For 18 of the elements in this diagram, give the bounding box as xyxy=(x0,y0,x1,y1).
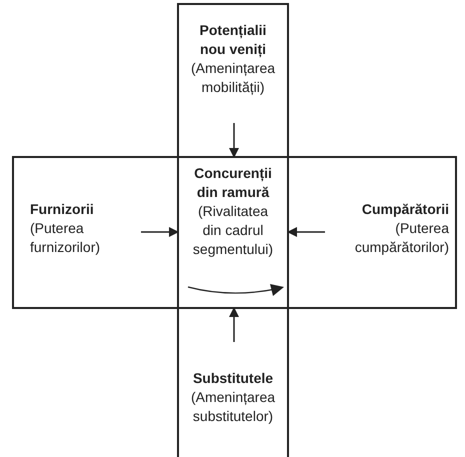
force-description: (Puterea cumpărătorilor) xyxy=(354,219,449,257)
arrow xyxy=(229,307,239,342)
force-box xyxy=(177,307,289,457)
force-title: Potențialii nou veniți xyxy=(198,21,268,59)
force-description: (Puterea furnizorilor) xyxy=(30,219,102,257)
arrow xyxy=(287,227,325,237)
arrow xyxy=(229,123,239,158)
force-description: (Amenințarea mobilității) xyxy=(190,59,276,97)
force-box xyxy=(12,156,179,309)
force-description: (Amenințarea substitutelor) xyxy=(190,388,276,426)
force-description: (Rivalitatea din cadrul segmentului) xyxy=(192,202,274,259)
force-title: Furnizorii xyxy=(30,200,95,219)
force-box xyxy=(177,3,289,158)
arrow xyxy=(141,227,179,237)
force-title: Cumpărătorii xyxy=(360,200,449,219)
force-title: Substitutele xyxy=(192,369,274,388)
force-title: Concurenții din ramură xyxy=(193,164,273,202)
force-box xyxy=(287,156,457,309)
